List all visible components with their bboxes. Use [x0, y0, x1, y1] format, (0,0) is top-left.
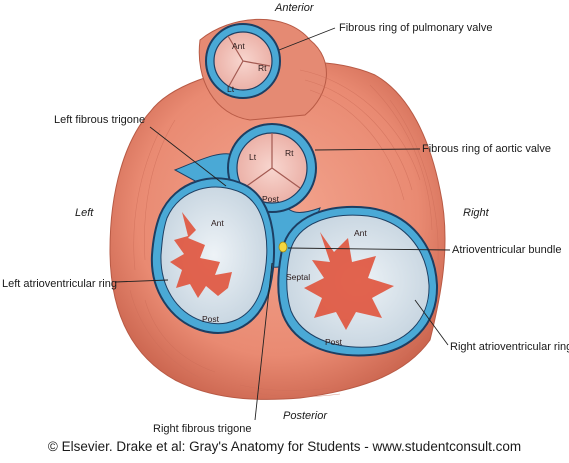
mitral-valve: Ant Post: [150, 177, 276, 334]
orientation-posterior: Posterior: [283, 410, 328, 422]
tricuspid-valve: Ant Septal Post: [277, 205, 439, 357]
orientation-anterior: Anterior: [274, 2, 315, 14]
pulmonary-cusp-ant: Ant: [232, 41, 245, 51]
atrioventricular-bundle-mark: [278, 241, 288, 253]
orientation-left: Left: [75, 207, 94, 219]
orientation-right: Right: [463, 207, 490, 219]
pulmonary-valve: Ant Rt Lt: [205, 23, 281, 99]
label-aortic-ring: Fibrous ring of aortic valve: [422, 143, 551, 155]
pulmonary-cusp-rt: Rt: [258, 63, 267, 73]
label-pulmonary-ring: Fibrous ring of pulmonary valve: [339, 22, 492, 34]
tricuspid-cusp-septal: Septal: [286, 272, 310, 282]
leader-lines: [114, 27, 451, 421]
mitral-leaflets: [170, 212, 232, 298]
label-left-av-ring: Left atrioventricular ring: [2, 278, 117, 290]
aortic-cusp-lt: Lt: [249, 152, 257, 162]
aortic-cusp-post: Post: [262, 194, 280, 204]
label-right-av-ring: Right atrioventricular ring: [450, 341, 569, 353]
copyright-credit: © Elsevier. Drake et al: Gray's Anatomy …: [47, 439, 522, 454]
mitral-cusp-post: Post: [202, 314, 220, 324]
label-right-fibrous-trigone: Right fibrous trigone: [153, 423, 251, 435]
aortic-cusp-rt: Rt: [285, 148, 294, 158]
pulmonary-cusp-lt: Lt: [227, 84, 235, 94]
tricuspid-cusp-post: Post: [325, 337, 343, 347]
tricuspid-cusp-ant: Ant: [354, 228, 367, 238]
label-av-bundle: Atrioventricular bundle: [452, 244, 561, 256]
label-left-fibrous-trigone: Left fibrous trigone: [54, 114, 145, 126]
tricuspid-leaflets: [304, 232, 394, 330]
mitral-cusp-ant: Ant: [211, 218, 224, 228]
